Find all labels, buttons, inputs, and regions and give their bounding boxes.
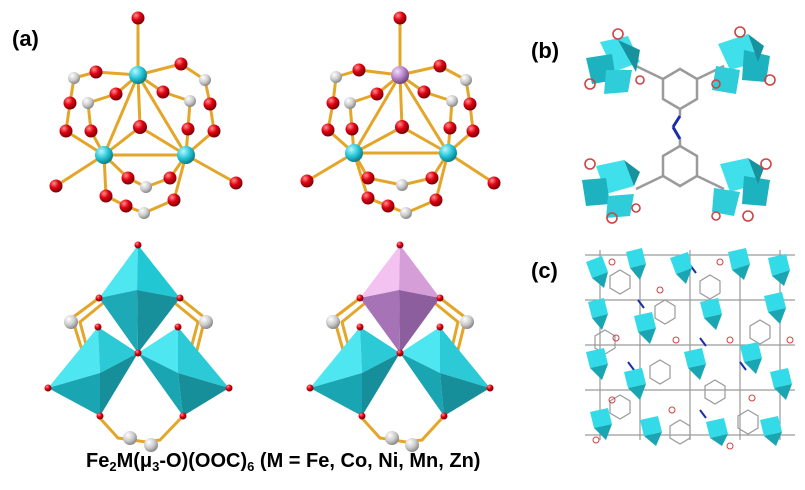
oxygen-vertices: [306, 241, 494, 420]
panel-label-a: (a): [12, 26, 39, 51]
caption-part: (M = Fe, Co, Ni, Mn, Zn): [254, 450, 481, 472]
carbon-atoms: [64, 315, 213, 452]
framework-azo: [627, 264, 747, 419]
formula-caption: Fe2M(μ3-O)(OOC)6 (M = Fe, Co, Ni, Mn, Zn…: [86, 450, 480, 474]
panel-label-c: (c): [531, 258, 558, 283]
caption-subscript: 2: [109, 459, 117, 474]
framework-packing: [585, 248, 795, 450]
cluster-fe2m-polyhedra: [306, 241, 494, 452]
caption-part: Fe: [86, 450, 110, 472]
metal-atoms: [345, 66, 457, 162]
framework-nodes: [586, 248, 792, 446]
caption-subscript: 6: [247, 459, 255, 474]
linker-structure: [582, 26, 776, 224]
oxygen-vertices: [44, 241, 233, 420]
caption-part: M(μ: [116, 450, 153, 472]
framework-linkers: [585, 250, 795, 445]
cluster-fe3-polyhedra: [44, 241, 233, 452]
cluster-fe2m-ball-stick: [300, 11, 501, 219]
caption-part: -O)(OOC): [159, 450, 248, 472]
cluster-fe3-ball-stick: [49, 11, 243, 219]
node-top-left: [584, 28, 645, 94]
node-bottom-left: [582, 158, 641, 224]
oxygen-atoms: [300, 11, 501, 213]
node-top-right: [711, 26, 776, 94]
carbon-atoms: [326, 315, 474, 452]
caption-subscript: 3: [152, 459, 160, 474]
oxygen-atoms: [49, 11, 243, 213]
node-bottom-right: [711, 158, 772, 222]
panel-label-b: (b): [531, 38, 560, 63]
iron-atoms: [95, 66, 195, 164]
carbon-atoms: [330, 71, 472, 219]
carbon-atoms: [68, 72, 211, 219]
framework-carboxylates: [592, 258, 794, 450]
azo-bond: [671, 115, 682, 140]
